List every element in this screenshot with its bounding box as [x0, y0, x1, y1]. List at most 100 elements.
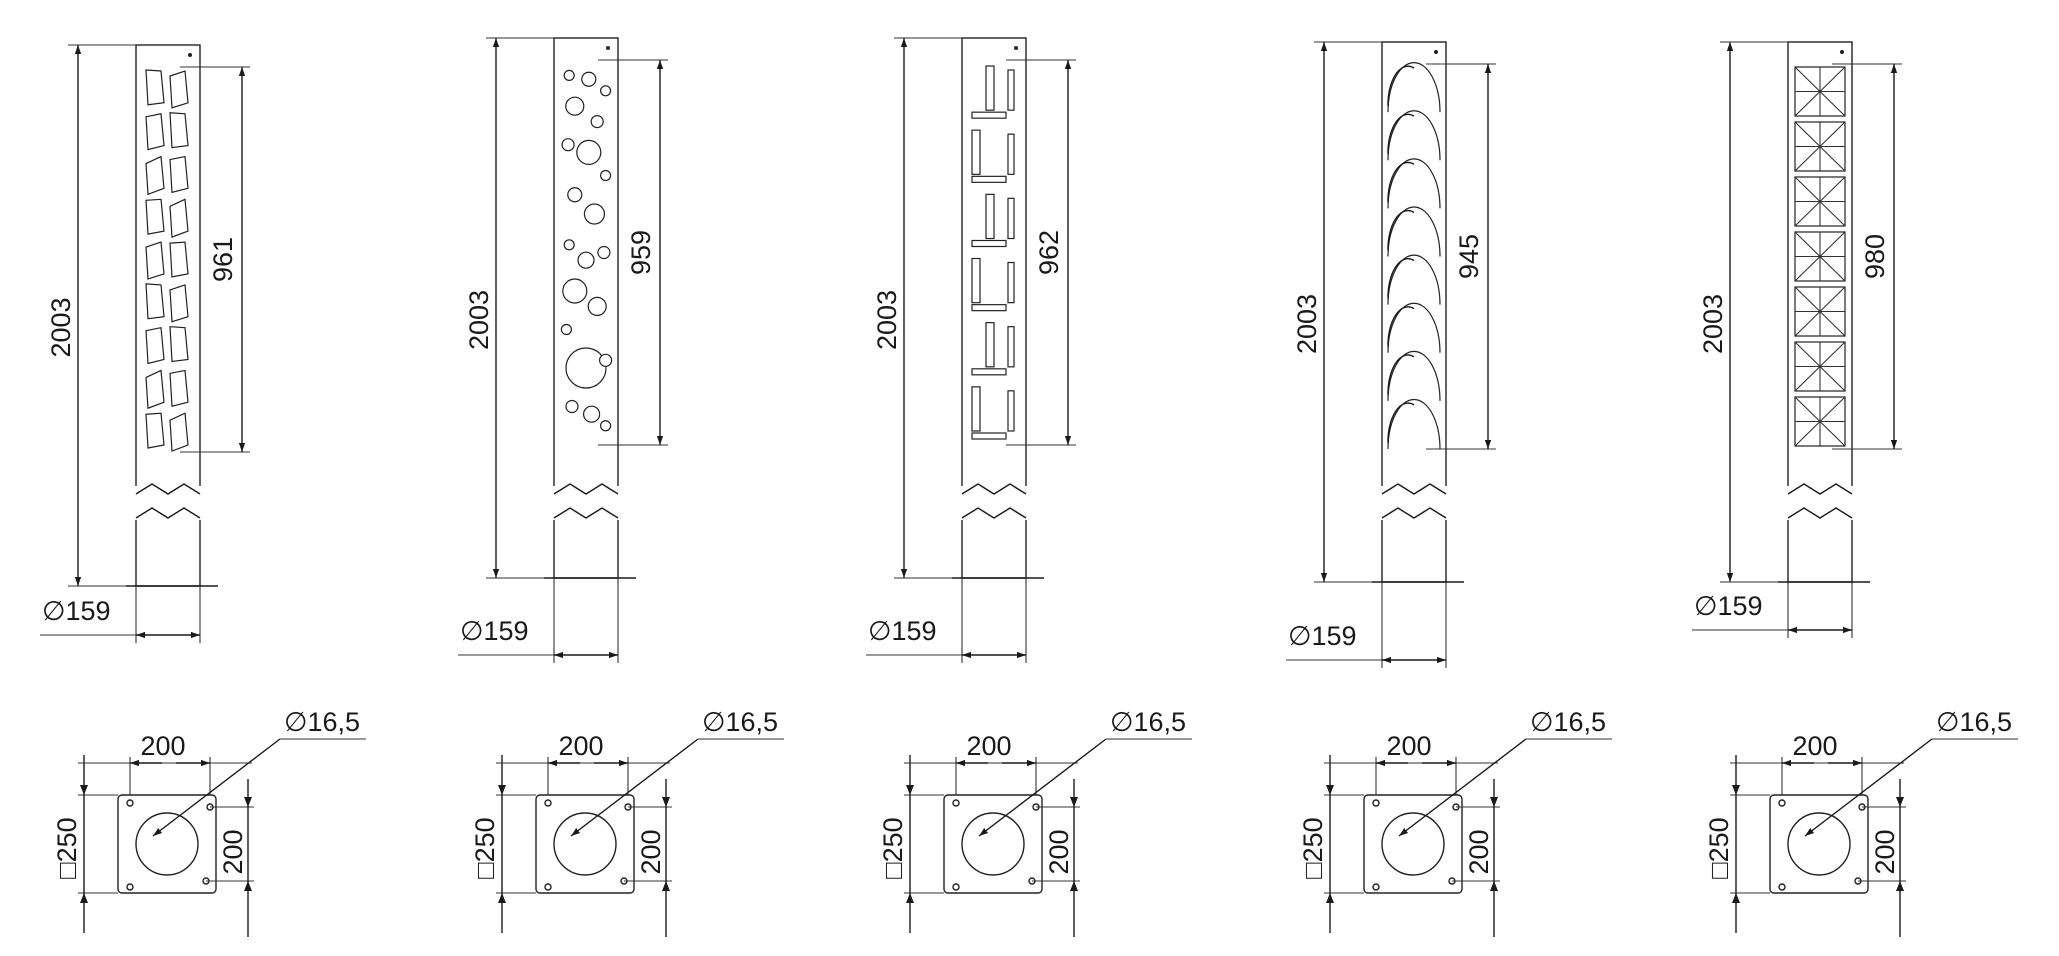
pattern-circle	[576, 139, 602, 165]
plate-size-label: □250	[1704, 817, 1734, 878]
arrowhead	[1732, 785, 1740, 795]
pattern-height-label: 961	[208, 237, 238, 282]
pattern-scale-edge	[1387, 258, 1415, 299]
post-cap-dot	[1840, 50, 1844, 54]
bolt-spacing-x-label: 200	[1792, 731, 1837, 761]
pattern-scale-edge	[1387, 306, 1415, 347]
diameter-label: ∅159	[868, 616, 937, 646]
arrowhead	[244, 797, 252, 807]
pattern-scale	[1387, 302, 1441, 353]
pattern-scale	[1387, 398, 1441, 450]
arrowhead	[1490, 881, 1498, 891]
pattern-slot	[1007, 197, 1015, 240]
arrowhead	[906, 785, 914, 795]
arrowhead	[1070, 797, 1078, 807]
pattern-scale	[1387, 158, 1441, 209]
pattern-circle	[563, 69, 575, 82]
post-cap-dot	[188, 53, 192, 57]
post-break-gap	[1787, 486, 1853, 520]
break-line	[553, 483, 619, 495]
pattern-cutout	[169, 70, 189, 109]
post-break-gap	[961, 486, 1027, 520]
arrowhead	[80, 785, 88, 795]
bolt-hole	[544, 883, 552, 891]
hole-diameter-label: ∅16,5	[1936, 707, 2012, 737]
bolt-spacing-x-label: 200	[1386, 731, 1431, 761]
bolt-spacing-x-label: 200	[558, 731, 603, 761]
pattern-slot	[971, 129, 981, 175]
break-line	[135, 483, 201, 495]
pattern-circle	[577, 251, 595, 269]
arrowhead	[1732, 893, 1740, 903]
pattern-height-label: 945	[1454, 234, 1484, 279]
pattern-scale-edge	[1387, 113, 1415, 155]
pattern-slot	[1007, 69, 1015, 111]
break-line	[135, 507, 201, 519]
bolt-spacing-x-label: 200	[966, 731, 1011, 761]
bolt-hole	[126, 883, 134, 891]
center-hole	[961, 812, 1025, 876]
total-height-label: 2003	[464, 290, 494, 350]
hole-leader	[1804, 738, 1933, 837]
pattern-slot	[971, 175, 1007, 183]
hole-leader	[1398, 738, 1527, 837]
hole-diameter-label: ∅16,5	[1110, 707, 1186, 737]
pattern-scale-edge	[1387, 209, 1415, 251]
arrowhead	[1490, 797, 1498, 807]
pattern-scale	[1387, 62, 1441, 113]
pattern-cutout	[145, 283, 165, 320]
bolt-hole	[952, 883, 960, 891]
bolt-hole	[1778, 883, 1786, 891]
pattern-circle	[565, 399, 579, 414]
pattern-cutout	[169, 369, 189, 407]
pattern-circle	[581, 71, 597, 87]
pattern-cutout	[145, 69, 165, 106]
pattern-circle	[567, 187, 583, 203]
hole-leader	[978, 738, 1107, 837]
total-height-label: 2003	[1698, 294, 1728, 354]
pattern-circle	[599, 420, 612, 432]
pattern-circle	[598, 353, 613, 367]
pattern-slot	[971, 111, 1007, 119]
pattern-cutout	[169, 155, 189, 194]
pattern-circle	[565, 96, 585, 116]
diameter-label: ∅159	[1694, 591, 1763, 621]
bolt-hole	[544, 799, 552, 807]
pattern-circle	[560, 323, 573, 336]
pattern-circle	[599, 169, 612, 182]
arrowhead	[1070, 881, 1078, 891]
break-line	[1787, 483, 1853, 495]
pattern-voronoi	[145, 69, 189, 452]
post-cap-dot	[1434, 50, 1438, 54]
break-line	[553, 507, 619, 519]
plate-size-label: □250	[1298, 817, 1328, 878]
hole-diameter-label: ∅16,5	[702, 707, 778, 737]
pattern-slot	[971, 304, 1007, 312]
post-break-gap	[553, 486, 619, 520]
bolt-hole	[1372, 799, 1380, 807]
center-hole	[1381, 812, 1445, 876]
pattern-cutout	[169, 241, 189, 278]
break-line	[1381, 483, 1447, 495]
pattern-cutout	[169, 112, 189, 149]
arrowhead	[498, 893, 506, 903]
pattern-scale-edge	[1387, 65, 1415, 107]
diameter-label: ∅159	[1288, 621, 1357, 651]
pattern-slot	[985, 322, 995, 368]
center-hole	[553, 812, 617, 876]
arrowhead	[662, 797, 670, 807]
pattern-cutout	[145, 198, 165, 235]
bolt-hole	[1778, 799, 1786, 807]
pattern-scale	[1387, 254, 1441, 305]
plate-size-label: □250	[470, 817, 500, 878]
pattern-height-label: 959	[626, 230, 656, 275]
pattern-cutout	[169, 412, 189, 452]
pattern-scales	[1387, 62, 1441, 450]
pattern-slot	[971, 386, 981, 432]
pattern-cutout	[169, 284, 189, 323]
total-height-label: 2003	[872, 290, 902, 350]
arrowhead	[662, 881, 670, 891]
pattern-scale-edge	[1387, 402, 1415, 444]
